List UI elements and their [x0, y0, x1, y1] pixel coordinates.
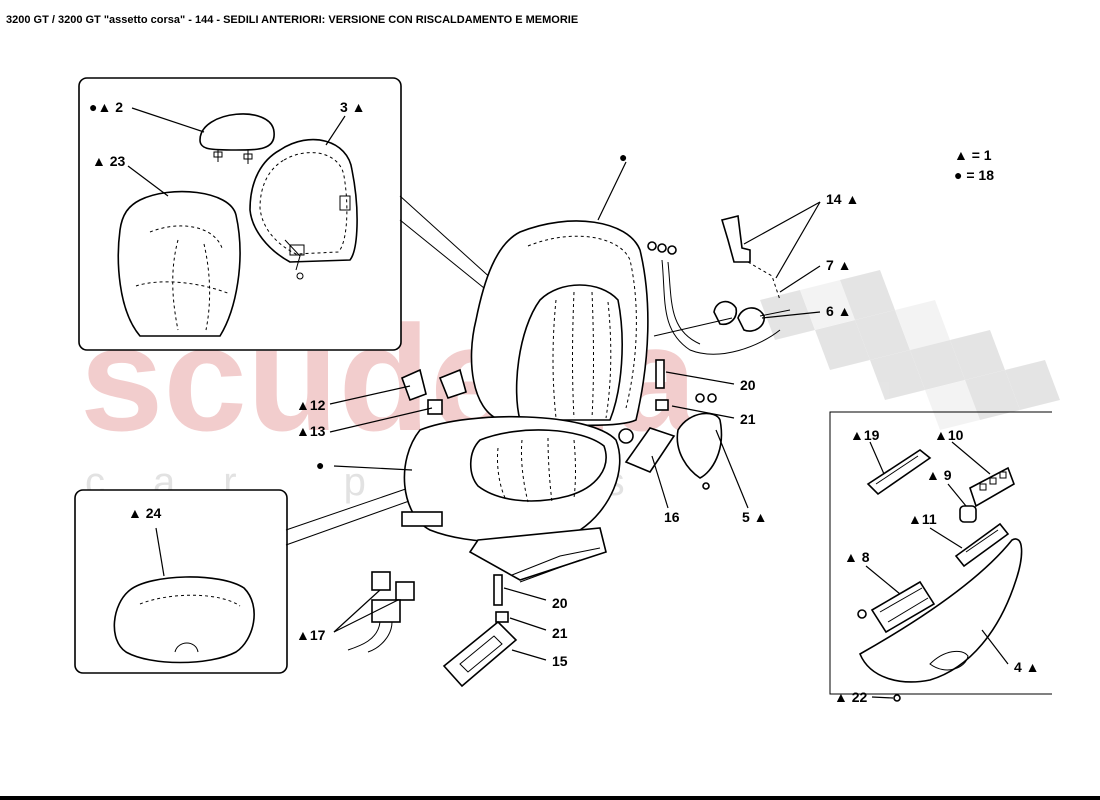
- part-22-screw: [893, 694, 901, 702]
- callout-20a: 20: [740, 377, 756, 393]
- leader-21a: [671, 405, 735, 419]
- part-17-relays: [347, 571, 415, 653]
- callout-3: 3 ▲: [340, 99, 366, 115]
- part-4-side-trim: [858, 538, 1023, 683]
- callout-21a: 21: [740, 411, 756, 427]
- leader-3: [325, 115, 346, 146]
- part-24-cushion-pad: [113, 576, 255, 664]
- leader-20a: [665, 371, 735, 385]
- callout-8: ▲ 8: [844, 549, 870, 565]
- callout-7: 7 ▲: [826, 257, 852, 273]
- part-9-knob: [959, 505, 977, 523]
- part-15-20-21-lower-cover: [442, 574, 518, 688]
- part-3-backrest-cover: [249, 138, 358, 280]
- callout-21b: 21: [552, 625, 568, 641]
- leader-9: [947, 483, 967, 507]
- callout-4: 4 ▲: [1014, 659, 1040, 675]
- part-14-harness-bracket: [647, 215, 781, 355]
- controls-detail-box: ▲19 ▲10 ▲ 9 ▲11 ▲ 8: [829, 411, 1052, 705]
- leader-23: [127, 165, 169, 197]
- callout-14: 14 ▲: [826, 191, 859, 207]
- callout-9: ▲ 9: [926, 467, 952, 483]
- leader-14b: [775, 201, 821, 279]
- part-10-memory-switch: [969, 466, 1015, 508]
- part-23-backrest-pad: [117, 190, 241, 337]
- leader-7: [779, 265, 821, 293]
- leader-4: [981, 629, 1009, 665]
- leader-12: [329, 385, 411, 405]
- callout-5: 5 ▲: [742, 509, 768, 525]
- part-7-6-connectors: [653, 300, 791, 337]
- page-title: 3200 GT / 3200 GT "assetto corsa" - 144 …: [6, 14, 579, 26]
- leader-17a: [333, 589, 381, 633]
- part-2-headrest: [199, 113, 275, 164]
- leader-13: [329, 407, 433, 433]
- leader-17b: [333, 599, 399, 633]
- callout-10: ▲10: [934, 427, 964, 443]
- callout-20b: 20: [552, 595, 568, 611]
- leader-20b: [503, 587, 547, 601]
- leader-6: [761, 311, 821, 319]
- callout-2: ●▲ 2: [89, 99, 123, 115]
- callout-19: ▲19: [850, 427, 880, 443]
- leader-10: [951, 441, 991, 475]
- callout-6: 6 ▲: [826, 303, 852, 319]
- callout-13: ▲13: [296, 423, 326, 439]
- part-19-switch-bezel: [866, 449, 932, 496]
- leader-24: [155, 527, 165, 577]
- part-20-21-upper-fasteners: [655, 359, 717, 411]
- leader-21b: [509, 617, 547, 631]
- callout-24: ▲ 24: [128, 505, 162, 521]
- part-5-bracket: [676, 412, 723, 490]
- callout-seat-back: ●: [619, 149, 627, 165]
- leader-15: [511, 649, 547, 661]
- callout-seat-cushion: ●: [316, 457, 324, 473]
- leader-11: [929, 527, 963, 549]
- callout-12: ▲12: [296, 397, 326, 413]
- leader-22: [871, 696, 894, 699]
- headrest-backrest-detail-box: ●▲ 2 3 ▲ ▲ 23: [78, 77, 402, 351]
- callout-17: ▲17: [296, 627, 326, 643]
- callout-15: 15: [552, 653, 568, 669]
- legend-triangle: ▲ = 1: [954, 147, 992, 163]
- part-16-side-cover: [624, 427, 676, 473]
- part-11-switch-cover: [954, 522, 1010, 568]
- callout-23: ▲ 23: [92, 153, 126, 169]
- cushion-detail-box: ▲ 24: [74, 489, 288, 674]
- leader-14a: [743, 201, 821, 245]
- leader-8: [865, 565, 901, 595]
- main-seat-assembly: [401, 220, 649, 583]
- part-12-13-belt-buckle: [400, 368, 467, 415]
- page-bottom-border: [0, 796, 1100, 800]
- callout-11: ▲11: [908, 511, 937, 527]
- leader-seat-back: [597, 161, 627, 221]
- leader-19: [869, 441, 885, 475]
- leader-seat-cushion: [333, 465, 413, 471]
- leader-16: [651, 455, 669, 509]
- callout-16: 16: [664, 509, 680, 525]
- leader-2: [131, 107, 205, 133]
- legend-circle: ● = 18: [954, 167, 994, 183]
- callout-22: ▲ 22: [834, 689, 868, 705]
- leader-5: [715, 429, 749, 509]
- watermark-checkered-flag: [760, 270, 1060, 430]
